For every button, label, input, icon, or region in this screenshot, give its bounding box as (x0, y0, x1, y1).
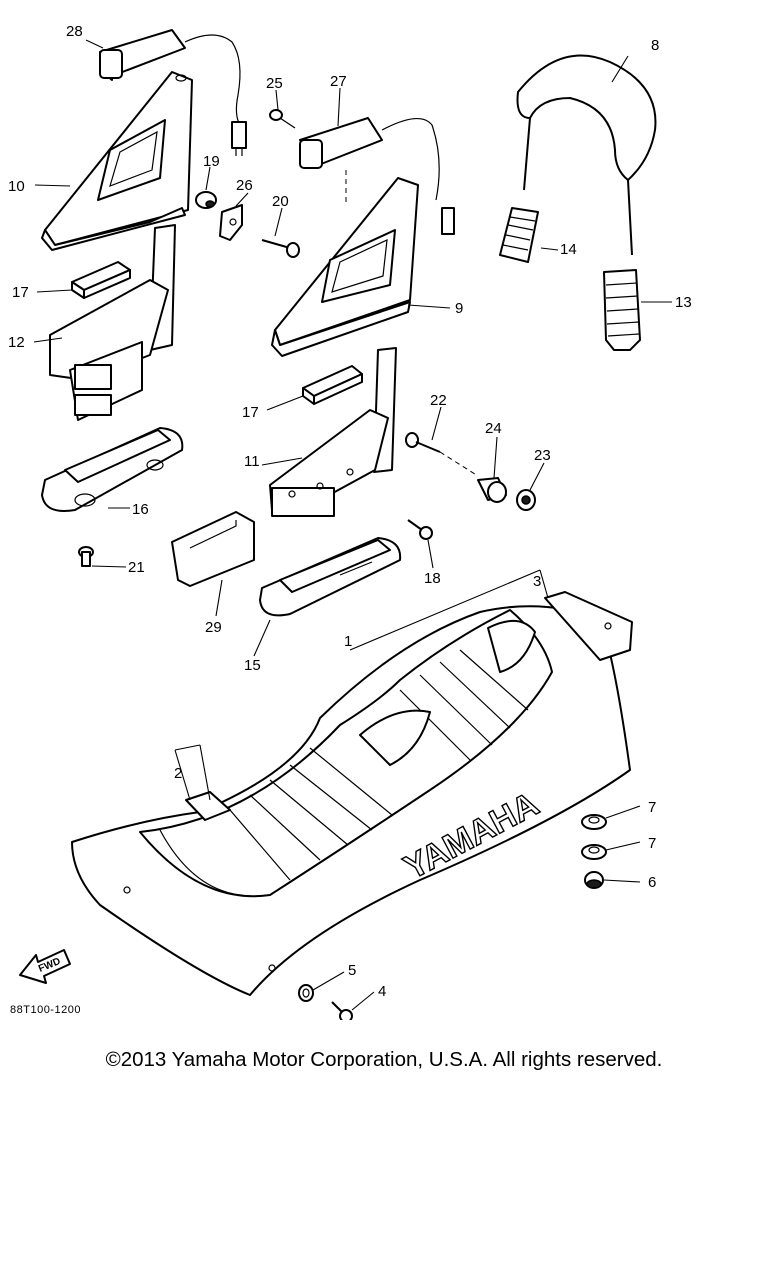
part-16-armrest-left[interactable] (41, 427, 184, 512)
callout-18: 18 (424, 570, 441, 587)
part-19-collar[interactable] (195, 191, 217, 209)
callout-7b: 7 (648, 835, 656, 852)
callout-19: 19 (203, 153, 220, 170)
callout-23: 23 (534, 447, 551, 464)
assembly-line-3 (349, 569, 549, 651)
part-27-heater-module[interactable] (299, 117, 455, 235)
part-12-bracket-left[interactable] (49, 224, 176, 421)
part-1-seat[interactable]: YAMAHA (71, 591, 633, 996)
part-4-bolt[interactable] (331, 1001, 353, 1020)
part-17-pad-right[interactable] (302, 365, 363, 405)
callout-29: 29 (205, 619, 222, 636)
part-11-bracket-right[interactable] (269, 347, 397, 517)
callout-13: 13 (675, 294, 692, 311)
fwd-arrow-icon: FWD (19, 949, 71, 984)
callout-26: 26 (236, 177, 253, 194)
callout-14: 14 (560, 241, 577, 258)
part-13-boot[interactable] (603, 269, 641, 351)
part-18-screw[interactable] (407, 519, 433, 540)
part-8-backrest[interactable] (516, 54, 657, 256)
callout-3: 3 (533, 573, 541, 590)
part-7-grommet-b[interactable] (581, 844, 607, 860)
part-28-heater-module[interactable] (99, 29, 247, 156)
parts-diagram: YAMAHA (8, 23, 692, 1020)
callout-5: 5 (348, 962, 356, 979)
part-20-bolt[interactable] (261, 239, 300, 258)
part-26-clip[interactable] (219, 204, 243, 241)
callout-9: 9 (455, 300, 463, 317)
part-14-damper[interactable] (499, 207, 539, 263)
callout-7a: 7 (648, 799, 656, 816)
part-24-collar[interactable] (477, 477, 507, 503)
callout-8: 8 (651, 37, 659, 54)
part-21-bolt[interactable] (78, 546, 94, 567)
part-29-cover[interactable] (171, 511, 255, 587)
callout-10: 10 (8, 178, 25, 195)
callout-1: 1 (344, 633, 352, 650)
callout-4: 4 (378, 983, 386, 1000)
assembly-line-1 (174, 744, 211, 801)
callout-21: 21 (128, 559, 145, 576)
callout-11: 11 (244, 453, 260, 470)
part-7-grommet-a[interactable] (581, 814, 607, 830)
callout-12: 12 (8, 334, 25, 351)
part-17-pad-left[interactable] (71, 261, 131, 299)
callout-17b: 17 (242, 404, 259, 421)
part-22-bolt[interactable] (405, 432, 441, 453)
callout-2: 2 (174, 765, 182, 782)
callout-27: 27 (330, 73, 347, 90)
part-25-screw[interactable] (269, 109, 296, 129)
callout-15: 15 (244, 657, 261, 674)
part-23-nut[interactable] (516, 489, 536, 511)
part-5-washer[interactable] (298, 984, 314, 1002)
diagram-code: 88T100-1200 (10, 1004, 81, 1016)
part-6-bolt[interactable] (584, 871, 604, 889)
part-10-side-panel-left[interactable] (41, 71, 193, 251)
callout-6: 6 (648, 874, 656, 891)
copyright-notice: ©2013 Yamaha Motor Corporation, U.S.A. A… (105, 1048, 663, 1071)
callout-20: 20 (272, 193, 289, 210)
callout-22: 22 (430, 392, 447, 409)
callout-24: 24 (485, 420, 502, 437)
callout-17a: 17 (12, 284, 29, 301)
part-15-armrest-right[interactable] (259, 537, 402, 617)
callout-25: 25 (266, 75, 283, 92)
callout-16: 16 (132, 501, 149, 518)
part-9-side-panel-right[interactable] (271, 170, 419, 357)
callout-28: 28 (66, 23, 83, 40)
